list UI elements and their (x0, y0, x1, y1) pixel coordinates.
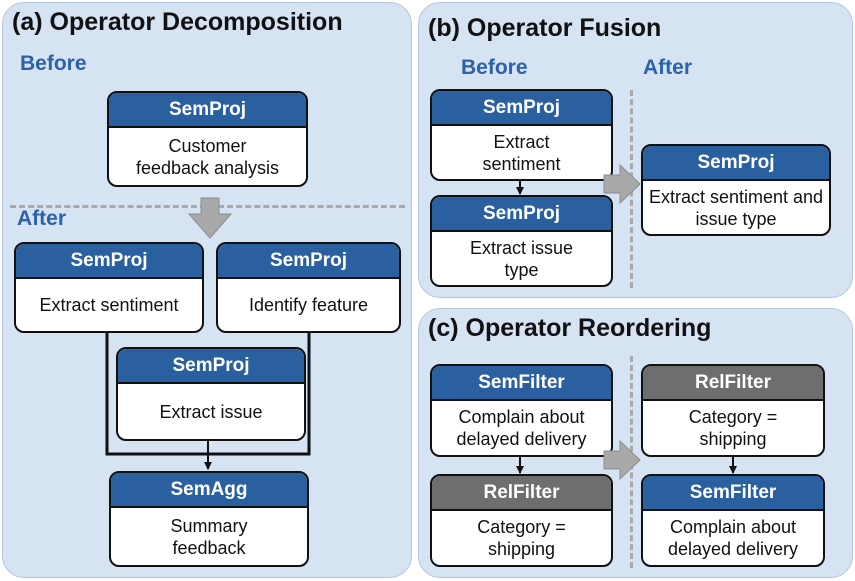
merge-lines (105, 333, 311, 456)
panel-a-title: (a) Operator Decomposition (12, 8, 343, 36)
panel-c-relfilter-after: RelFilter Category = shipping (641, 364, 825, 457)
panel-a-semproj-sentiment: SemProj Extract sentiment (14, 242, 204, 333)
card-header: RelFilter (432, 476, 611, 511)
card-body: Extract sentiment (482, 131, 561, 174)
card-header: SemProj (109, 93, 306, 128)
panel-b-semproj-fused: SemProj Extract sentiment and issue type (641, 144, 831, 236)
card-body: Extract issue type (469, 237, 574, 280)
panel-c-semfilter-after: SemFilter Complain about delayed deliver… (641, 474, 825, 567)
card-body: Category = shipping (688, 407, 778, 449)
card-body: Customer feedback analysis (135, 135, 280, 178)
panel-a-after-label: After (17, 207, 67, 230)
card-body: Complain about delayed delivery (456, 407, 587, 449)
panel-a-semproj-issue: SemProj Extract issue (116, 347, 306, 441)
card-header: SemProj (16, 244, 202, 279)
card-header: SemProj (432, 91, 611, 126)
card-header: RelFilter (643, 366, 823, 401)
fusion-arrow-icon (603, 163, 641, 205)
panel-b-title: (b) Operator Fusion (428, 14, 662, 42)
panel-b-before-label: Before (461, 56, 528, 79)
panel-b-after-label: After (643, 56, 693, 79)
card-body: Extract issue (159, 401, 263, 422)
card-header: SemAgg (111, 473, 307, 508)
card-header: SemFilter (643, 476, 823, 511)
card-body: Summary feedback (170, 515, 248, 558)
panel-b-semproj-sentiment: SemProj Extract sentiment (430, 89, 613, 181)
card-body: Extract sentiment and issue type (648, 186, 824, 229)
panel-c-title: (c) Operator Reordering (428, 314, 712, 342)
panel-c-semfilter-before: SemFilter Complain about delayed deliver… (430, 364, 613, 457)
decomposition-arrow-icon (187, 197, 233, 239)
card-body: Extract sentiment (39, 295, 179, 315)
panel-a-semproj-feature: SemProj Identify feature (216, 242, 401, 333)
card-header: SemFilter (432, 366, 611, 401)
card-header: SemProj (218, 244, 399, 279)
card-header: SemProj (118, 349, 304, 384)
panel-c-relfilter-before: RelFilter Category = shipping (430, 474, 613, 567)
card-body: Complain about delayed delivery (667, 517, 799, 559)
card-header: SemProj (432, 197, 611, 232)
card-header: SemProj (643, 146, 829, 181)
panel-a-before-semproj: SemProj Customer feedback analysis (107, 91, 308, 187)
panel-b-semproj-issue-type: SemProj Extract issue type (430, 195, 613, 287)
reorder-arrow-icon (603, 439, 641, 481)
panel-a-before-label: Before (20, 52, 87, 75)
card-body: Category = shipping (477, 517, 566, 559)
card-body: Identify feature (248, 295, 369, 315)
panel-a-semagg: SemAgg Summary feedback (109, 471, 309, 567)
